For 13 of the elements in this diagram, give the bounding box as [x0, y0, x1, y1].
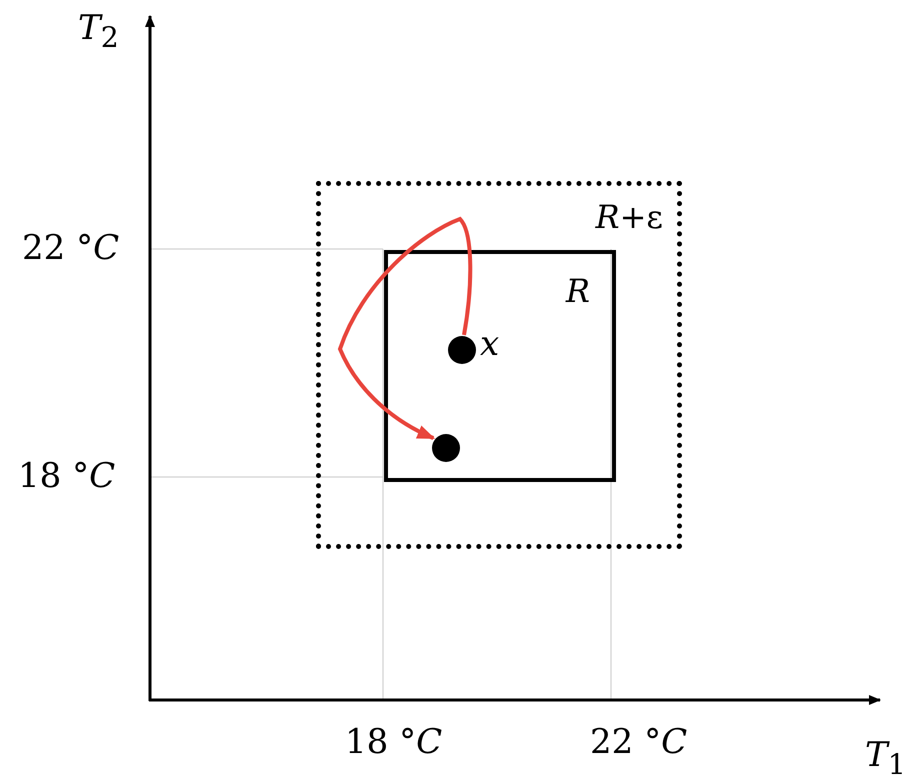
tick-label: 18 °C: [18, 456, 116, 496]
tick-label: 18 °C: [345, 722, 442, 762]
axis-label: T$_{1}$: [865, 735, 902, 776]
point-label: x: [480, 324, 500, 364]
region-box: [316, 181, 682, 549]
region-label: R: [566, 272, 590, 310]
tick-label: 22 °C: [590, 722, 688, 762]
axis-label: T$_{2}$: [78, 8, 119, 54]
point-dot: [432, 434, 460, 462]
tick-label: 22 °C: [22, 228, 120, 268]
region-box: [384, 250, 616, 482]
region-label: R+ε: [596, 198, 663, 236]
arrow: [338, 217, 472, 440]
